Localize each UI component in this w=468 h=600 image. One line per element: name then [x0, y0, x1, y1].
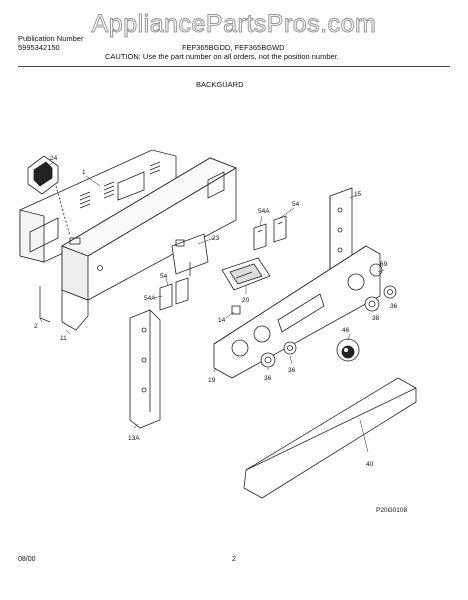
backguard-frame-part — [39, 157, 237, 331]
upper-clips-part — [253, 215, 287, 251]
callout-14: 14 — [218, 317, 226, 324]
control-panel-part — [213, 245, 383, 379]
callout-2: 2 — [34, 323, 38, 330]
clock-timer-part — [221, 257, 271, 291]
publication-label: Publication Number — [18, 34, 84, 43]
callout-40: 40 — [366, 461, 374, 468]
footer-date: 08/00 — [18, 556, 36, 563]
trim-part — [243, 377, 417, 499]
callout-69: 69 — [380, 261, 388, 268]
callout-46: 46 — [342, 327, 350, 334]
callout-19: 19 — [208, 377, 216, 384]
callout-24: 24 — [50, 155, 58, 162]
publication-number: 5995342150 — [18, 43, 60, 52]
callout-36-left: 36 — [264, 375, 272, 382]
control-knobs-part — [260, 285, 397, 368]
left-end-bracket-part — [129, 309, 161, 429]
leader-lines — [39, 161, 385, 453]
figure-id: P20G0108 — [376, 507, 407, 514]
footer-page: 2 — [232, 556, 236, 563]
watermark-text: AppliancePartsPros.com — [91, 10, 377, 39]
callout-20: 20 — [242, 297, 250, 304]
callout-54a-lower: 54A — [144, 295, 156, 302]
callout-54-lower: 54 — [160, 273, 168, 280]
callout-1: 1 — [82, 169, 86, 176]
callout-38: 38 — [372, 315, 380, 322]
callout-36-mid: 36 — [288, 367, 296, 374]
section-title: BACKGUARD — [196, 80, 244, 89]
lower-clips-part — [159, 277, 189, 311]
header-rule — [18, 66, 450, 67]
bracket-part — [171, 233, 209, 276]
callout-54-upper: 54 — [292, 201, 300, 208]
callout-36-right: 36 — [390, 303, 398, 310]
callout-23: 23 — [212, 235, 220, 242]
callout-11: 11 — [60, 335, 67, 342]
rocker-switch-part — [27, 155, 71, 237]
model-numbers: FEF365BGDD, FEF365BGWD — [182, 43, 285, 52]
caution-note: CAUTION: Use the part number on all orde… — [105, 52, 339, 61]
callout-13a: 13A — [128, 435, 140, 442]
callout-labels: 24 1 23 54A 54 15 54 54A 20 69 36 38 14 … — [34, 155, 407, 514]
small-part-14 — [231, 305, 241, 315]
back-panel-part — [19, 149, 177, 263]
callout-54a-upper: 54A — [258, 208, 270, 215]
callout-15: 15 — [354, 191, 362, 198]
